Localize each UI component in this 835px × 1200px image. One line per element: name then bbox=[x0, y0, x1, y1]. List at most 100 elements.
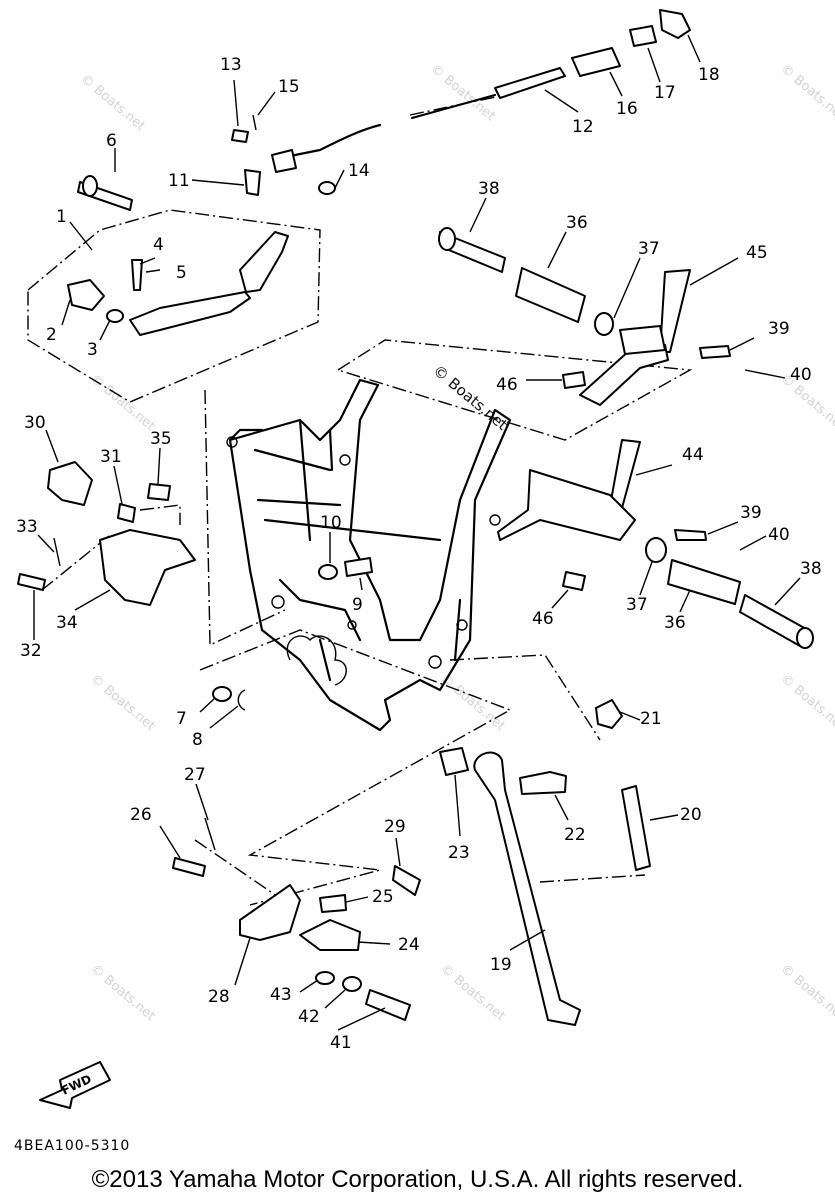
callout-5: 5 bbox=[176, 263, 187, 283]
pin-head bbox=[438, 227, 456, 251]
shift-pedal-assembly-box bbox=[27, 209, 321, 403]
leader-9 bbox=[359, 577, 363, 591]
leader-29 bbox=[395, 837, 401, 867]
brake-cotter bbox=[53, 537, 61, 567]
front-footrest-parts bbox=[497, 439, 814, 649]
adjuster-threaded bbox=[494, 67, 566, 99]
rod-segment-2 bbox=[410, 93, 497, 120]
spring-25 bbox=[319, 894, 347, 913]
callout-43: 43 bbox=[270, 985, 292, 1005]
adjuster-spring bbox=[571, 47, 621, 77]
watermark: © Boats.net bbox=[87, 672, 157, 734]
bolt-lower bbox=[562, 571, 586, 591]
callout-46: 46 bbox=[496, 375, 518, 395]
wing-nut bbox=[659, 9, 691, 39]
fwd-arrow-icon bbox=[39, 1061, 111, 1109]
callout-23: 23 bbox=[448, 843, 470, 863]
leader-43 bbox=[299, 979, 319, 993]
rod-segment-1 bbox=[278, 123, 382, 160]
cotter-pin bbox=[145, 269, 161, 273]
nut-10 bbox=[318, 564, 338, 580]
callout-4: 4 bbox=[153, 235, 164, 255]
callout-8: 8 bbox=[192, 730, 203, 750]
frame-hole bbox=[271, 595, 285, 609]
leader-8 bbox=[209, 705, 239, 729]
peg-24 bbox=[299, 919, 361, 951]
pivot-pin-lower bbox=[674, 529, 707, 541]
footrest-bracket-lower bbox=[609, 439, 641, 509]
leader-4 bbox=[139, 257, 156, 265]
return-spring bbox=[244, 169, 261, 196]
callout-15: 15 bbox=[278, 77, 300, 97]
callout-16: 16 bbox=[616, 99, 638, 119]
side-stand bbox=[473, 751, 581, 1026]
frame-hole bbox=[226, 436, 238, 448]
bolt-9 bbox=[344, 557, 373, 577]
engine-mount bbox=[286, 635, 347, 686]
callout-35: 35 bbox=[150, 429, 172, 449]
leader-45 bbox=[689, 257, 739, 286]
callout-40b: 40 bbox=[768, 525, 790, 545]
leader-27 bbox=[195, 783, 209, 821]
callout-29: 29 bbox=[384, 817, 406, 837]
watermark: © Boats.net bbox=[777, 672, 835, 734]
frame-hole bbox=[428, 655, 442, 669]
peg-bracket-28 bbox=[239, 884, 301, 941]
leader-19 bbox=[509, 929, 546, 951]
callout-28: 28 bbox=[208, 987, 230, 1007]
callout-27: 27 bbox=[184, 765, 206, 785]
spring-hook-line bbox=[539, 874, 646, 883]
leader-21 bbox=[619, 711, 641, 721]
watermark: © Boats.net bbox=[77, 72, 147, 134]
leader-46b bbox=[551, 589, 569, 609]
leader-26 bbox=[159, 825, 181, 859]
callout-12: 12 bbox=[572, 117, 594, 137]
callout-1: 1 bbox=[56, 207, 67, 227]
leader-36b bbox=[679, 589, 691, 613]
leader-3 bbox=[99, 319, 111, 341]
leader-42 bbox=[324, 989, 346, 1009]
leader-37 bbox=[613, 257, 641, 319]
pedal-rubber-block bbox=[47, 461, 93, 506]
leader-23 bbox=[454, 774, 461, 837]
shift-link-line bbox=[204, 389, 286, 647]
brake-bolt bbox=[147, 483, 171, 501]
callout-37b: 37 bbox=[626, 595, 648, 615]
frame-hole bbox=[456, 619, 468, 631]
rear-footrest-box bbox=[336, 339, 693, 441]
callout-37: 37 bbox=[638, 239, 660, 259]
callout-11: 11 bbox=[168, 171, 190, 191]
callout-46b: 46 bbox=[532, 609, 554, 629]
callout-31: 31 bbox=[100, 447, 122, 467]
callout-44: 44 bbox=[682, 445, 704, 465]
callout-32: 32 bbox=[20, 641, 42, 661]
leader-lines-secondary bbox=[551, 521, 801, 613]
peg-pin-26 bbox=[172, 857, 206, 877]
leader-11 bbox=[191, 179, 245, 186]
watermark: © Boats.net bbox=[777, 962, 835, 1024]
stand-bolt bbox=[519, 771, 567, 795]
frame-outline bbox=[228, 378, 512, 732]
bolt-41 bbox=[365, 989, 411, 1021]
callout-38b: 38 bbox=[800, 559, 822, 579]
callout-24: 24 bbox=[398, 935, 420, 955]
brake-link-line bbox=[41, 504, 181, 591]
footrest-rubber-upper bbox=[515, 267, 586, 323]
callout-2: 2 bbox=[46, 325, 57, 345]
callout-17: 17 bbox=[654, 83, 676, 103]
pivot-bolt bbox=[131, 259, 143, 291]
leader-17 bbox=[647, 47, 661, 83]
rear-footrest-parts bbox=[438, 227, 731, 406]
pivot-pin-upper bbox=[699, 345, 731, 359]
watermark-center: © Boats.net bbox=[429, 361, 511, 434]
footrest-rubber-lower bbox=[667, 559, 741, 605]
leader-28 bbox=[234, 937, 251, 986]
leader-33 bbox=[37, 534, 55, 553]
leader-18 bbox=[687, 34, 701, 63]
fwd-arrow: FWD bbox=[39, 1061, 111, 1109]
callout-26: 26 bbox=[130, 805, 152, 825]
pin-head-lower bbox=[796, 627, 814, 649]
callout-39b: 39 bbox=[740, 503, 762, 523]
stand-bracket-line bbox=[449, 654, 601, 741]
bolt-29 bbox=[392, 865, 421, 896]
